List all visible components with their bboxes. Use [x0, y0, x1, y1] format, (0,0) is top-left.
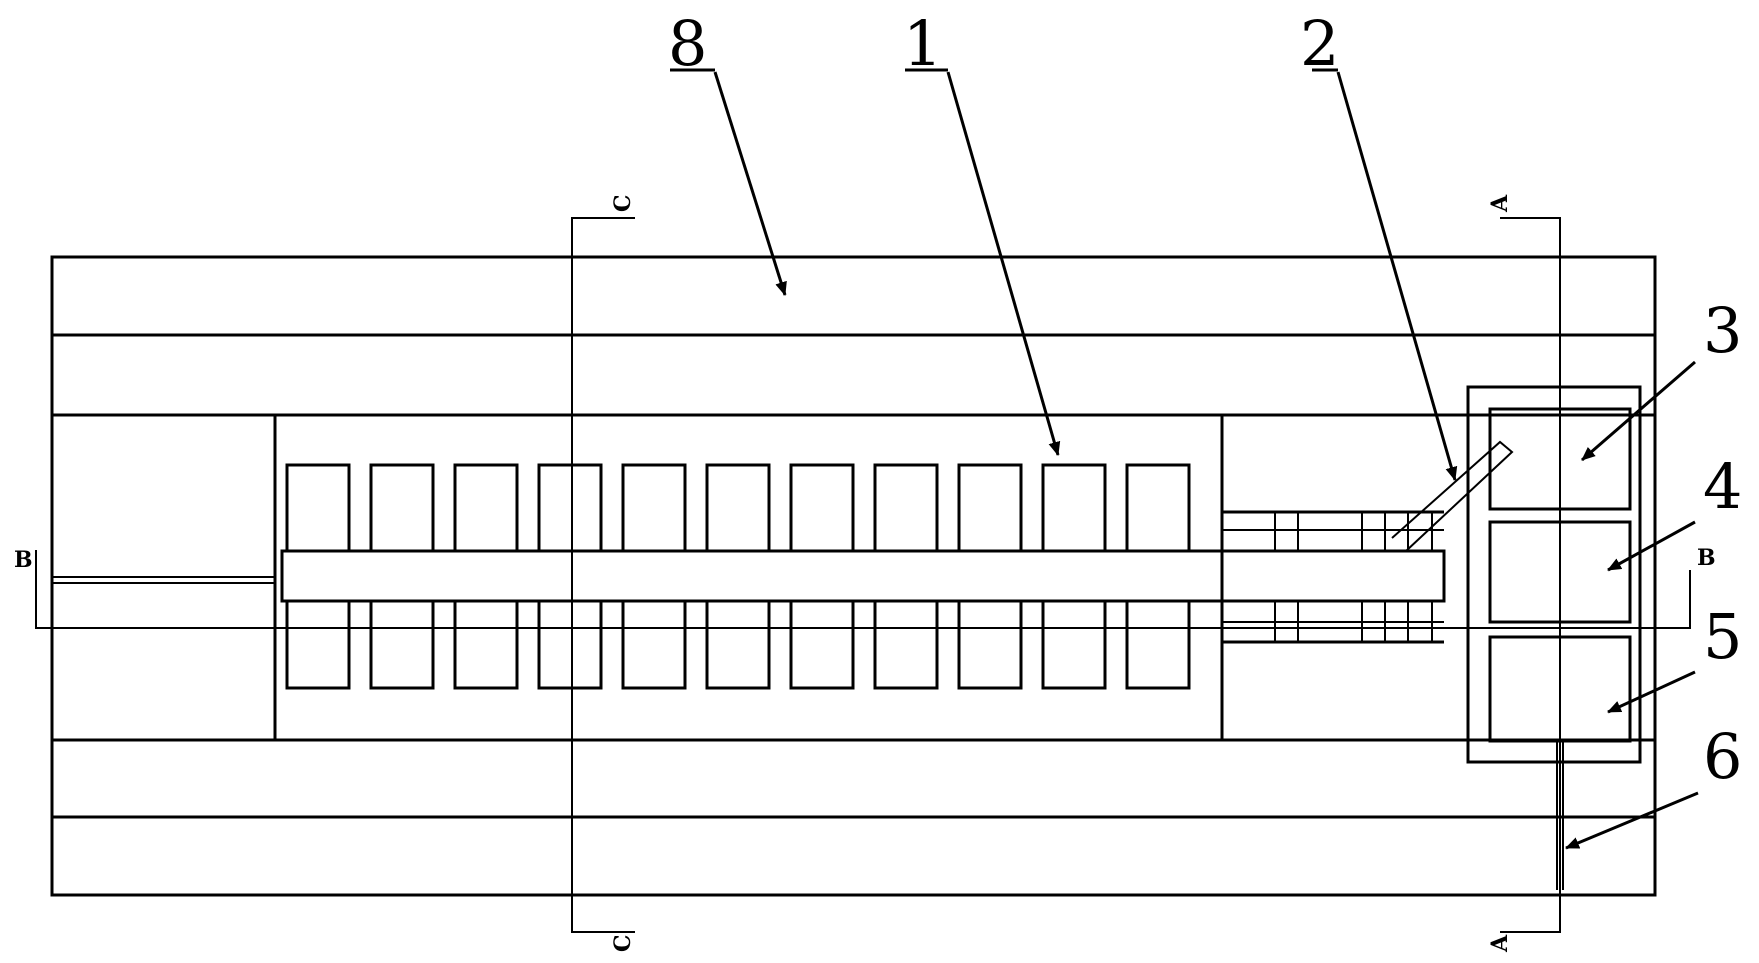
section-mark-c-bottom: C	[610, 934, 636, 952]
bottom-cell-4	[537, 599, 603, 690]
bottom-cell-row	[285, 599, 1191, 690]
leader-lines	[670, 68, 1699, 850]
section-mark-a-top: A	[1487, 194, 1513, 213]
section-line-c	[571, 217, 635, 933]
top-cell-7	[789, 463, 855, 553]
callout-8: 8	[668, 7, 707, 80]
leader-6-arrow	[1565, 791, 1699, 850]
equipment-boxes	[1466, 385, 1642, 890]
section-mark-c-top: C	[610, 194, 636, 212]
callout-3: 3	[1703, 294, 1742, 367]
top-cell-1	[285, 463, 351, 553]
top-cell-8	[873, 463, 939, 553]
bottom-cell-7	[789, 599, 855, 690]
top-cell-row	[285, 463, 1191, 553]
top-cell-4	[537, 463, 603, 553]
leader-8-arrow	[713, 71, 787, 296]
outer-frame	[50, 255, 1657, 897]
central-channel	[280, 549, 1446, 603]
section-mark-b-left: B	[14, 547, 33, 573]
section-mark-a-bottom: A	[1487, 934, 1513, 953]
inclined-part-2	[1391, 440, 1514, 552]
bottom-cell-3	[453, 599, 519, 690]
callout-5: 5	[1703, 600, 1742, 673]
bottom-cell-9	[957, 599, 1023, 690]
section-mark-b-right: B	[1697, 545, 1716, 571]
leader-3-arrow	[1581, 360, 1696, 462]
top-cell-11	[1125, 463, 1191, 553]
bottom-cell-10	[1041, 599, 1107, 690]
bottom-cell-8	[873, 599, 939, 690]
callout-1: 1	[903, 7, 942, 80]
top-cell-3	[453, 463, 519, 553]
leader-2-arrow	[1336, 71, 1458, 481]
section-line-b	[35, 550, 1691, 629]
ladder-section	[1222, 440, 1514, 644]
section-line-a	[1500, 217, 1561, 933]
callout-6: 6	[1703, 720, 1742, 793]
top-cell-9	[957, 463, 1023, 553]
callout-4: 4	[1703, 450, 1742, 523]
section-lines	[35, 217, 1691, 933]
equipment-housing	[1466, 385, 1642, 764]
ladder-rungs	[1274, 512, 1433, 642]
top-cell-5	[621, 463, 687, 553]
leader-1-arrow	[946, 71, 1061, 456]
middle-region	[52, 415, 1446, 740]
bottom-cell-1	[285, 599, 351, 690]
leader-4-arrow	[1607, 520, 1696, 572]
callout-2: 2	[1300, 7, 1339, 80]
bottom-cell-11	[1125, 599, 1191, 690]
top-cell-6	[705, 463, 771, 553]
bottom-cell-2	[369, 599, 435, 690]
outer-structure	[50, 255, 1657, 897]
top-cell-10	[1041, 463, 1107, 553]
top-cell-2	[369, 463, 435, 553]
bottom-cell-5	[621, 599, 687, 690]
bottom-cell-6	[705, 599, 771, 690]
leader-5-arrow	[1607, 670, 1696, 714]
